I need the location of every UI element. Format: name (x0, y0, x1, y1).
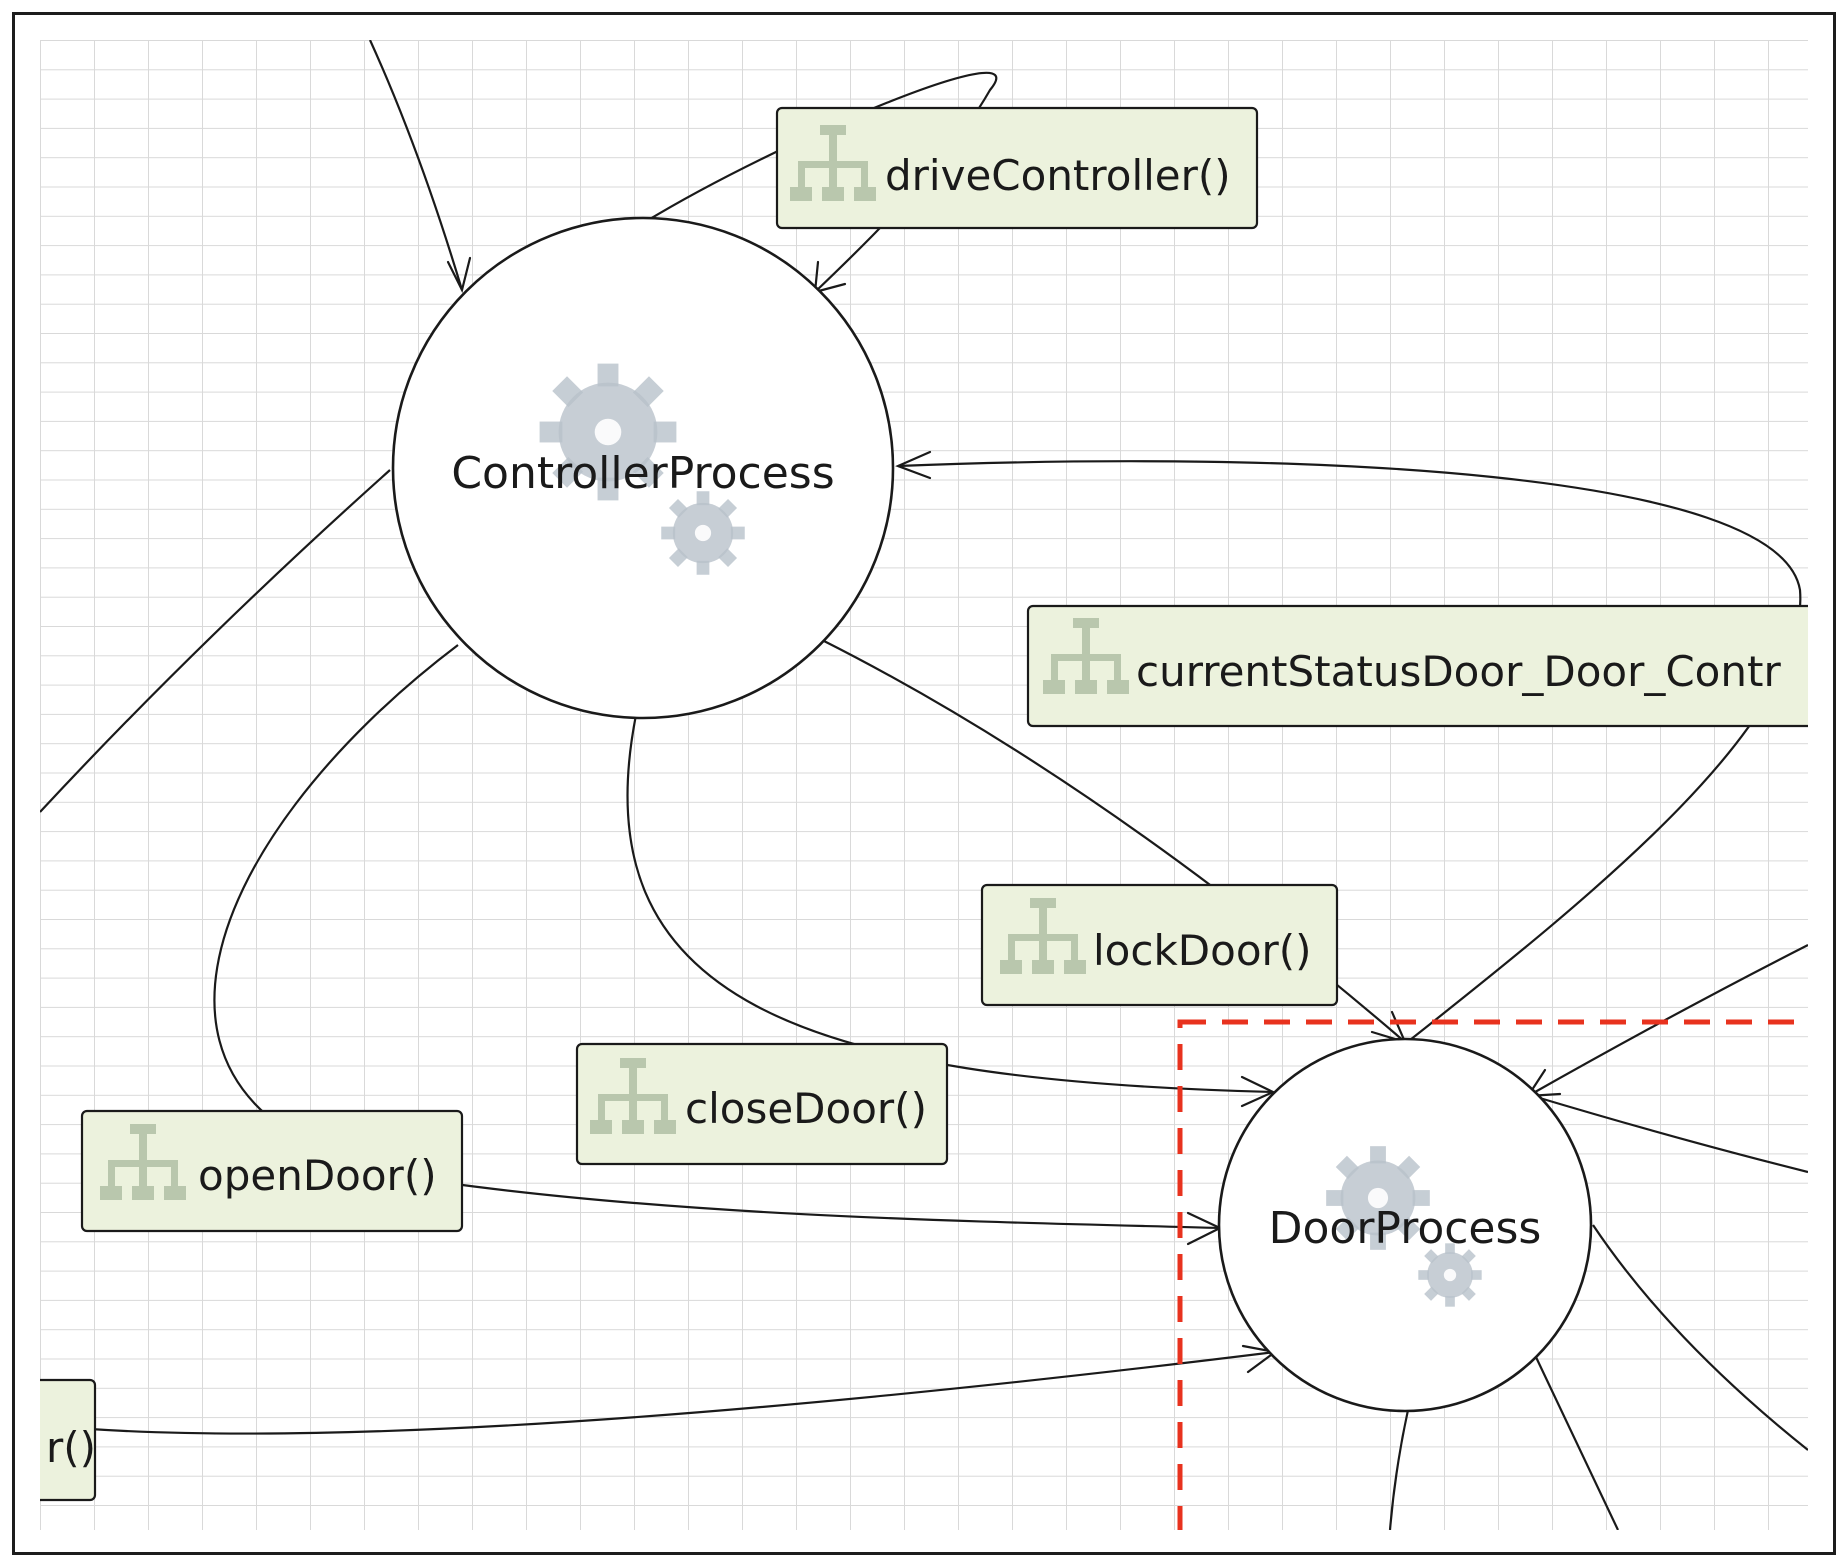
op-label-drive: driveController() (885, 151, 1231, 200)
process-node-door[interactable]: DoorProcess (1217, 1037, 1593, 1413)
edge-bottom-1[interactable] (1534, 1354, 1619, 1530)
op-box-partial[interactable]: r() (0, 1378, 97, 1502)
edge-right-3[interactable] (1592, 1224, 1808, 1451)
arrowhead (446, 256, 472, 294)
op-box-status[interactable]: currentStatusDoor_Door_Contr (1026, 604, 1847, 728)
edge-partial-op[interactable] (40, 1350, 1276, 1435)
edge-left-exit[interactable] (40, 469, 391, 813)
edge-closedoor[interactable] (626, 714, 1274, 1094)
node-label-door: DoorProcess (1269, 1203, 1542, 1254)
op-label-open: openDoor() (198, 1151, 437, 1200)
op-box-open[interactable]: openDoor() (80, 1109, 464, 1233)
op-box-close[interactable]: closeDoor() (575, 1042, 949, 1166)
op-label-close: closeDoor() (685, 1084, 927, 1133)
edge-bottom-2[interactable] (1388, 1409, 1410, 1530)
op-label-lock: lockDoor() (1093, 926, 1312, 975)
op-label-status: currentStatusDoor_Door_Contr (1136, 647, 1781, 696)
arrowhead (1240, 1075, 1276, 1108)
op-box-lock[interactable]: lockDoor() (980, 883, 1339, 1007)
edge-status-loop[interactable] (897, 460, 1802, 1041)
edge-right-2[interactable] (1532, 1094, 1808, 1174)
node-label-controller: ControllerProcess (451, 448, 834, 499)
edge-right-in-1[interactable] (1527, 944, 1808, 1097)
edge-incoming-controller[interactable] (368, 40, 464, 291)
op-label-partial: r() (46, 1423, 96, 1472)
process-node-controller[interactable]: ControllerProcess (391, 216, 895, 720)
arrowhead (895, 450, 932, 480)
op-box-drive[interactable]: driveController() (775, 106, 1259, 230)
